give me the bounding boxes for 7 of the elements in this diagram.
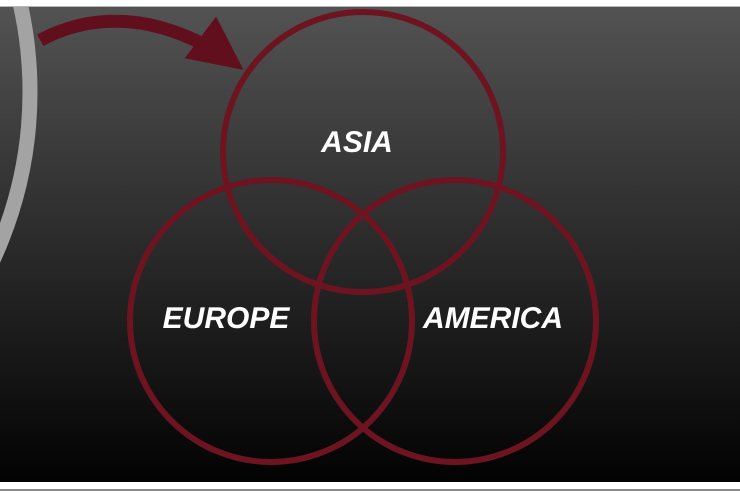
circle-arc <box>0 7 38 263</box>
circle-label: EUROPE <box>162 304 290 334</box>
venn-circle <box>127 177 415 465</box>
circle-label: AMERICA <box>423 304 563 334</box>
venn-circle <box>311 177 599 465</box>
circle-label: ASIA <box>321 128 393 158</box>
venn-circle <box>220 9 506 295</box>
